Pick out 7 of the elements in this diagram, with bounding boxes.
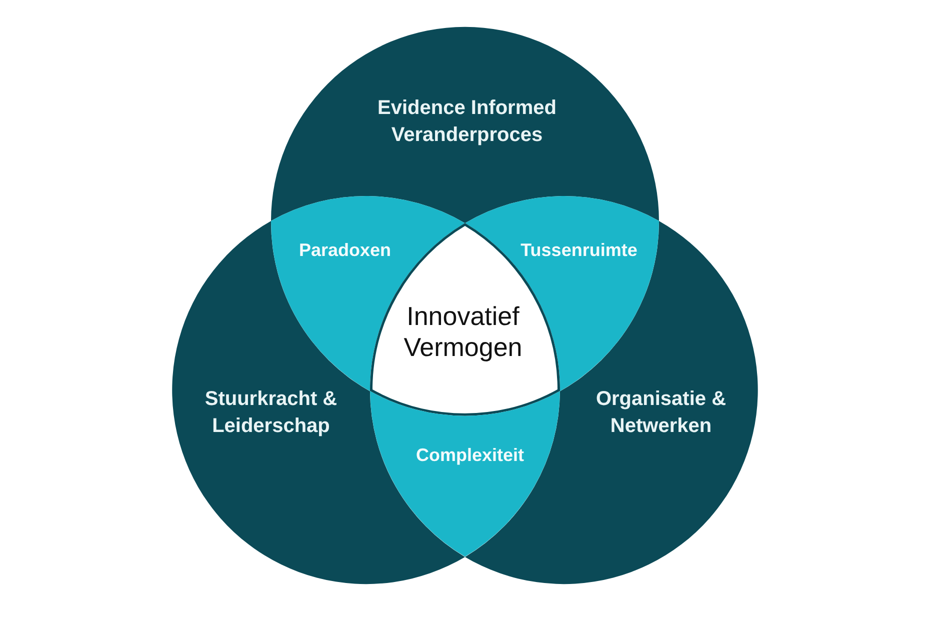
overlap-label: Tussenruimte	[520, 238, 638, 261]
circle-label: Evidence Informed Veranderproces	[376, 96, 558, 148]
overlap-label: Paradoxen	[298, 238, 391, 261]
center-label: Innovatief Vermogen	[402, 300, 524, 363]
circle-label: Organisatie & Netwerken	[594, 386, 728, 439]
circle-label: Stuurkracht & Leiderschap	[204, 386, 338, 439]
overlap-label: Complexiteit	[416, 444, 524, 466]
